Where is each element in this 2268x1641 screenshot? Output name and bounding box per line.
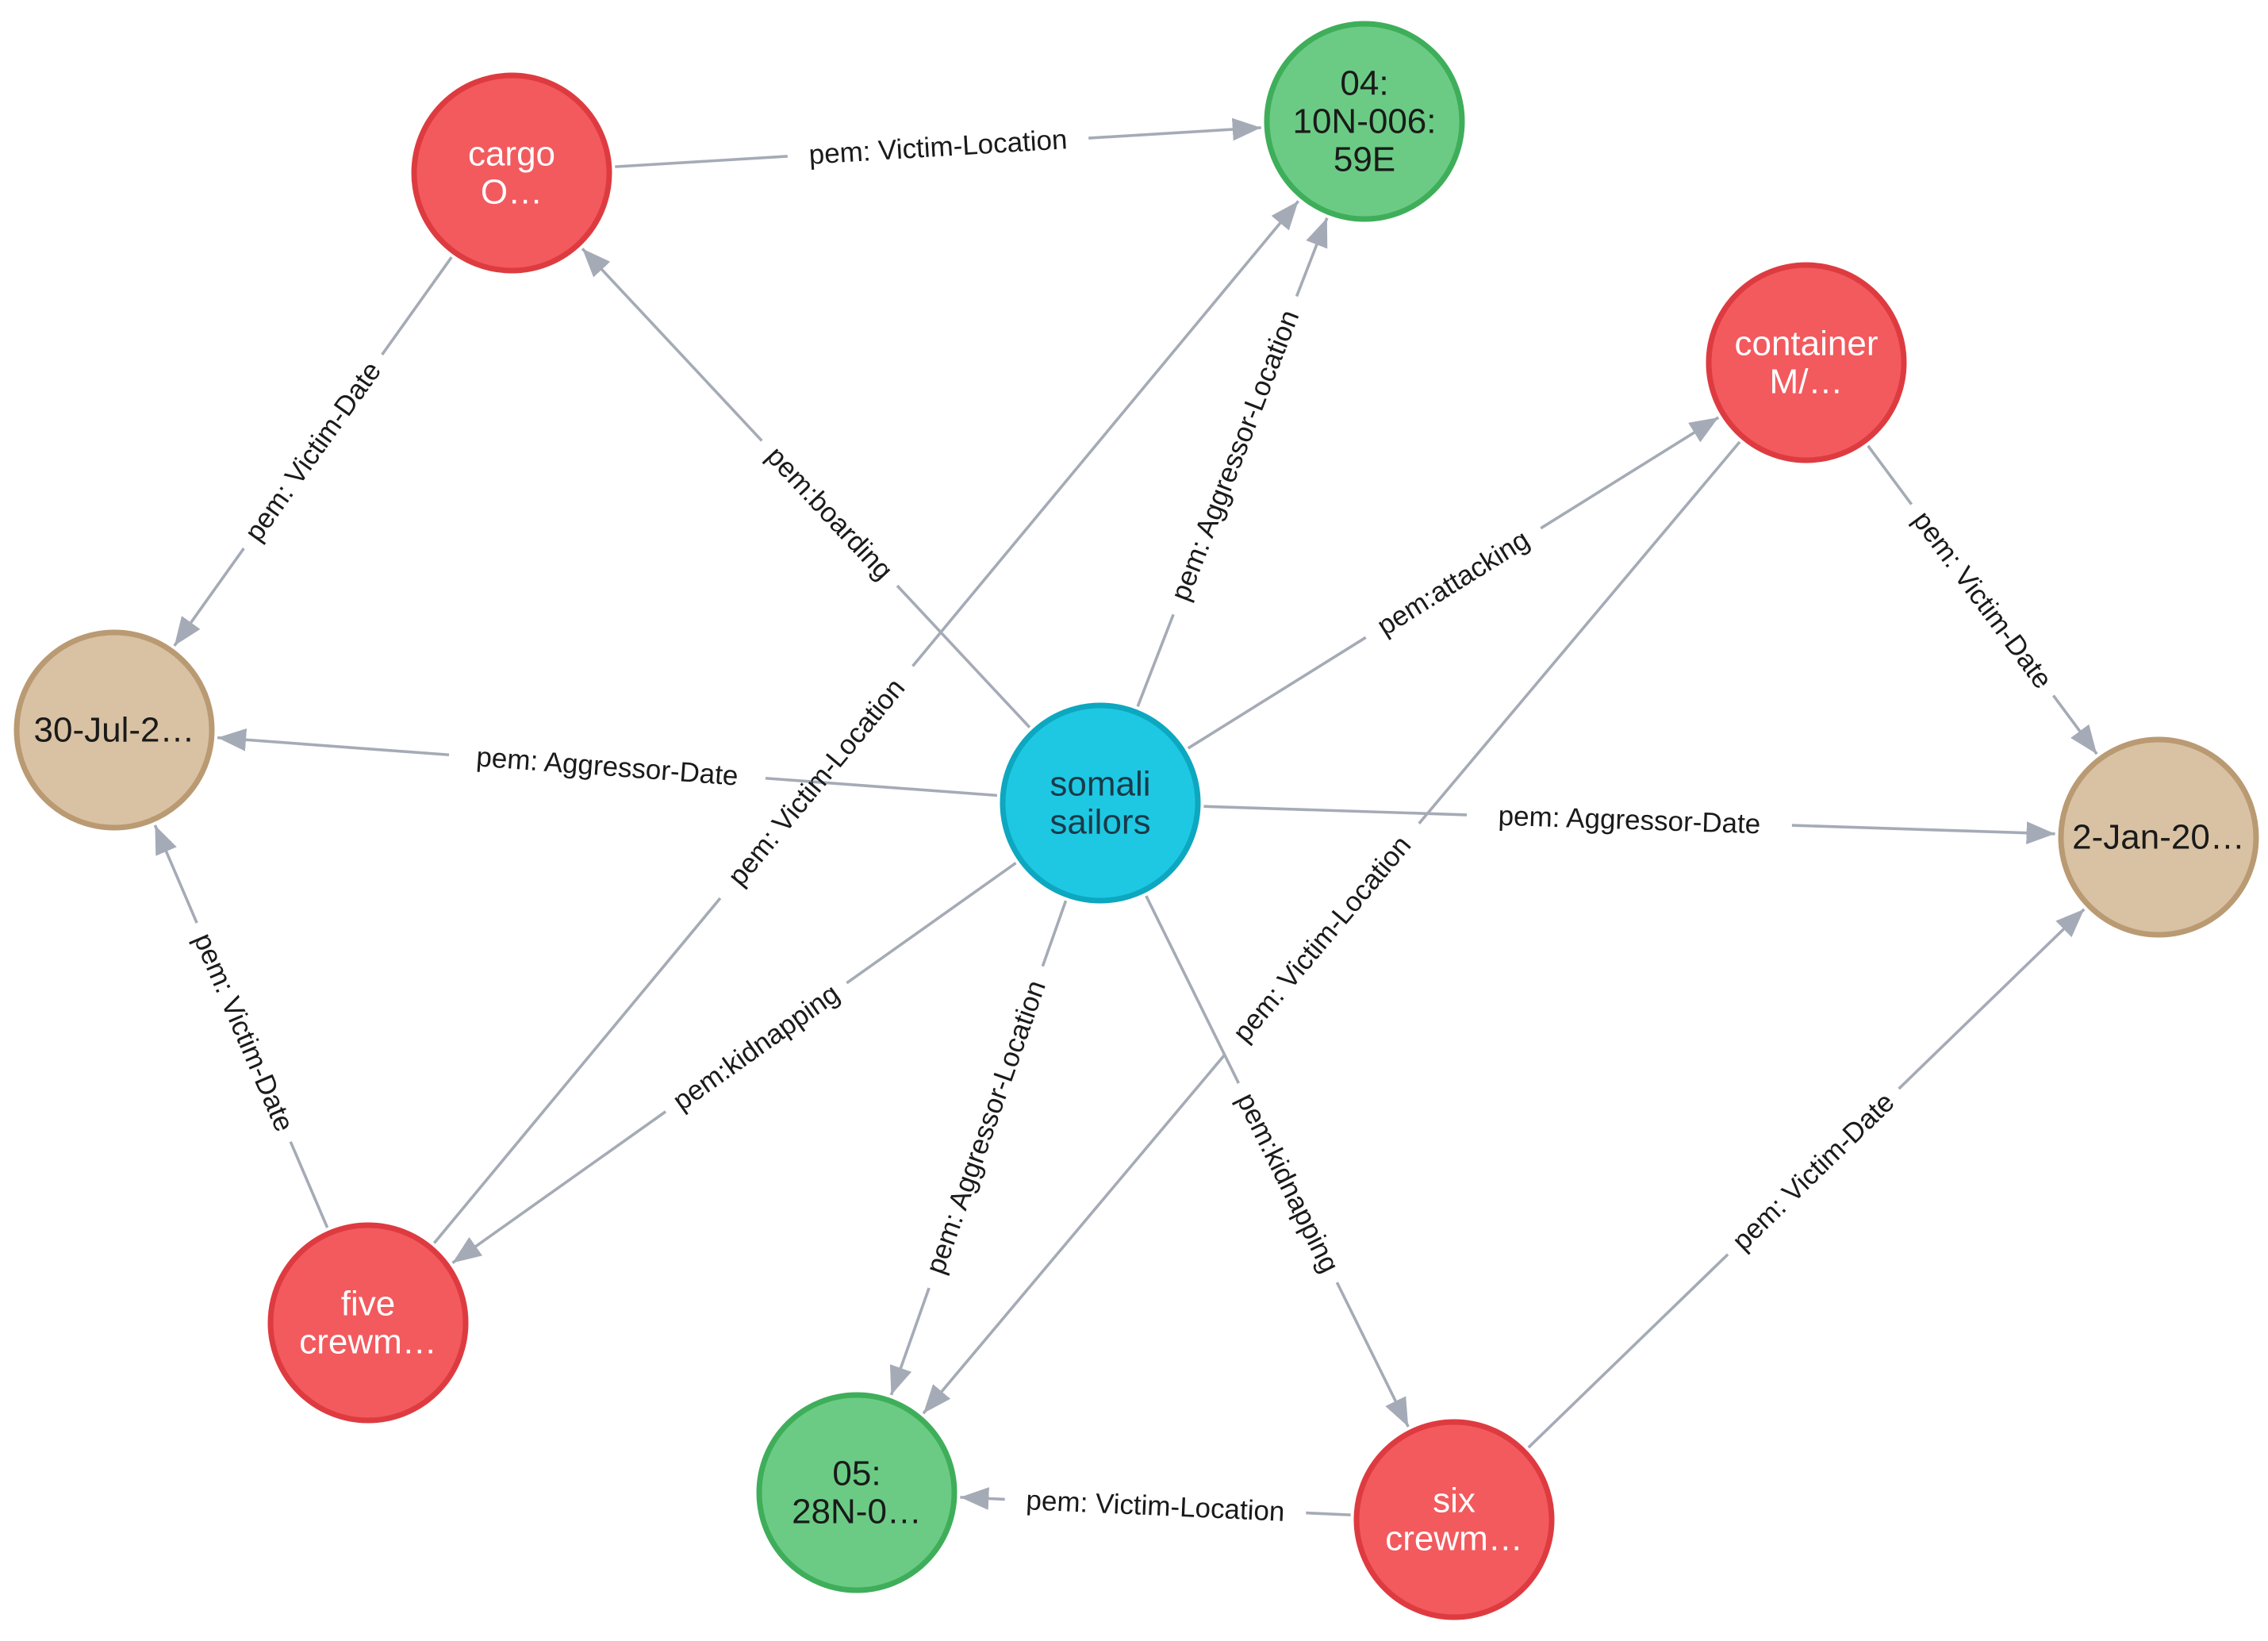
- edge-line-arrow: [911, 200, 1300, 667]
- edge-label: pem: Victim-Location: [1227, 830, 1418, 1048]
- edge-line: [846, 862, 1017, 985]
- edge-label: pem: Victim-Location: [1026, 1485, 1286, 1528]
- edge-label: pem: Victim-Date: [1726, 1086, 1900, 1256]
- edge-line-arrow: [889, 1287, 931, 1396]
- edge-somali-cargo: pem:boarding: [581, 248, 1031, 728]
- node-circle[interactable]: [756, 1392, 957, 1593]
- node-label: 10N-006:: [1292, 102, 1436, 141]
- edge-label: pem: Victim-Date: [239, 356, 387, 548]
- edge-line: [1145, 895, 1240, 1084]
- edge-label: pem: Aggressor-Date: [1498, 801, 1761, 840]
- node-label: six: [1433, 1482, 1476, 1520]
- edge-line: [1136, 613, 1175, 707]
- edge-line: [1041, 900, 1068, 967]
- edge-somali-container: pem:attacking: [1187, 416, 1720, 750]
- edge-five-loc04: pem: Victim-Location: [432, 200, 1300, 1244]
- node-label: 2-Jan-20…: [2072, 818, 2245, 857]
- node-label: 04:: [1340, 64, 1388, 103]
- node-label: O…: [481, 173, 543, 212]
- edge-line: [381, 256, 453, 355]
- edge-line-arrow: [451, 1110, 667, 1264]
- node-five[interactable]: fivecrewm…: [267, 1222, 469, 1424]
- node-circle[interactable]: [1264, 21, 1465, 222]
- node-circle[interactable]: [1706, 262, 1907, 463]
- node-circle[interactable]: [411, 72, 612, 274]
- edge-line: [615, 155, 788, 168]
- edge-label: pem: Victim-Date: [1907, 505, 2059, 694]
- node-loc04[interactable]: 04:10N-006:59E: [1264, 21, 1465, 222]
- node-label: 05:: [832, 1455, 881, 1493]
- edge-somali-date2: pem: Aggressor-Date: [1203, 801, 2055, 845]
- node-label: M/…: [1770, 363, 1844, 402]
- edge-line-arrow: [153, 824, 198, 924]
- edge-somali-loc05: pem: Aggressor-Location: [889, 900, 1068, 1396]
- edge-line: [896, 584, 1031, 728]
- edge-line-arrow: [2051, 694, 2098, 755]
- node-circle[interactable]: [13, 629, 215, 831]
- node-label: crewm…: [1385, 1520, 1523, 1558]
- edge-somali-loc04: pem: Aggressor-Location: [1136, 217, 1329, 707]
- edge-line: [1418, 440, 1741, 824]
- edge-line-arrow: [1295, 217, 1329, 298]
- edge-six-loc05: pem: Victim-Location: [960, 1485, 1351, 1528]
- node-label: 59E: [1334, 140, 1395, 179]
- edge-line: [432, 897, 722, 1244]
- edge-somali-five: pem:kidnapping: [451, 862, 1017, 1264]
- edge-line-arrow: [173, 548, 245, 647]
- node-label: 30-Jul-2…: [34, 711, 195, 750]
- edge-cargo-date30: pem: Victim-Date: [173, 256, 453, 647]
- edge-label: pem: Aggressor-Location: [920, 976, 1052, 1278]
- edge-label: pem: Aggressor-Date: [475, 741, 739, 791]
- node-cargo[interactable]: cargoO…: [411, 72, 612, 274]
- edge-label: pem:boarding: [760, 440, 899, 586]
- node-label: container: [1734, 325, 1878, 363]
- node-circle[interactable]: [1000, 702, 1201, 904]
- node-label: somali: [1050, 765, 1150, 804]
- edge-cargo-loc04: pem: Victim-Location: [615, 117, 1261, 171]
- edge-label: pem: Aggressor-Location: [1165, 306, 1305, 605]
- node-loc05[interactable]: 05:28N-0…: [756, 1392, 957, 1593]
- edge-line: [1867, 444, 1913, 505]
- node-label: sailors: [1050, 803, 1150, 842]
- edge-line-arrow: [1791, 821, 2055, 845]
- edge-label: pem: Victim-Date: [188, 928, 300, 1136]
- node-date30[interactable]: 30-Jul-2…: [13, 629, 215, 831]
- edge-line-arrow: [1088, 117, 1261, 141]
- edge-line-arrow: [581, 248, 763, 442]
- edge-line-arrow: [217, 728, 450, 757]
- edge-label: pem:attacking: [1372, 524, 1535, 641]
- edge-label: pem:kidnapping: [1230, 1088, 1345, 1278]
- node-container[interactable]: containerM/…: [1706, 262, 1907, 463]
- edge-line: [1306, 1511, 1351, 1516]
- edge-container-date2: pem: Victim-Date: [1867, 444, 2098, 755]
- edge-label: pem:kidnapping: [667, 978, 845, 1116]
- node-circle[interactable]: [267, 1222, 469, 1424]
- node-circle[interactable]: [2058, 736, 2259, 938]
- edge-six-date2: pem: Victim-Date: [1527, 908, 2086, 1449]
- node-circle[interactable]: [1353, 1419, 1555, 1620]
- edge-label: pem: Victim-Location: [808, 124, 1069, 171]
- node-six[interactable]: sixcrewm…: [1353, 1419, 1555, 1620]
- edge-line: [1527, 1253, 1729, 1449]
- edge-line-arrow: [1335, 1282, 1410, 1428]
- edge-line-arrow: [960, 1487, 1005, 1510]
- edge-line: [1187, 636, 1367, 750]
- node-date2[interactable]: 2-Jan-20…: [2058, 736, 2259, 938]
- edge-line-arrow: [922, 1053, 1226, 1415]
- edge-line: [289, 1141, 329, 1228]
- node-label: 28N-0…: [792, 1493, 922, 1531]
- edge-line: [765, 776, 997, 797]
- node-label: cargo: [468, 135, 555, 174]
- node-label: crewm…: [299, 1323, 437, 1362]
- edge-label: pem: Victim-Location: [722, 673, 911, 892]
- edge-line-arrow: [1540, 416, 1720, 530]
- edge-somali-date30: pem: Aggressor-Date: [217, 728, 997, 797]
- edge-five-date30: pem: Victim-Date: [153, 824, 329, 1228]
- edge-line: [1203, 805, 1468, 817]
- node-label: five: [341, 1285, 395, 1324]
- edge-line-arrow: [1898, 908, 2086, 1090]
